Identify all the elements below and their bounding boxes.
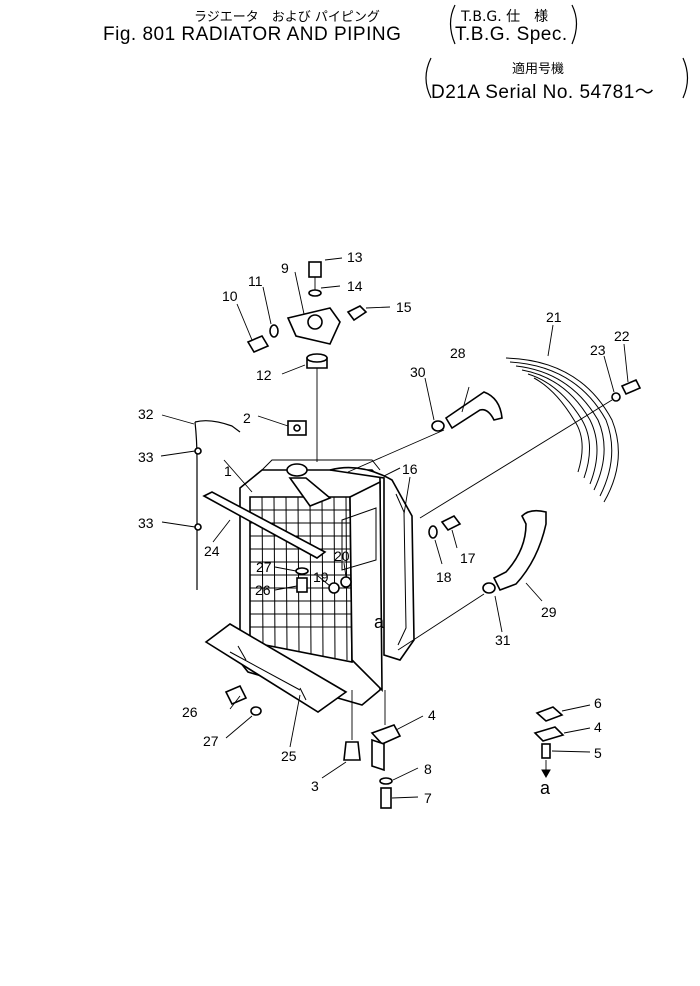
callout-17: 17 [460,550,476,566]
callout-1: 1 [224,463,232,479]
pin-part-5 [541,743,551,759]
stay-bar-part-24 [202,491,327,559]
callout-8: 8 [424,761,432,777]
washer-part-11 [269,324,279,338]
hose-clamp-part-30 [431,420,445,432]
callout-5: 5 [594,745,602,761]
callout-12: 12 [256,367,272,383]
washer-part-27-lower [250,706,262,716]
callout-6: 6 [594,695,602,711]
bolt-part-7 [380,787,392,809]
callout-31: 31 [495,632,511,648]
callout-10: 10 [222,288,238,304]
nut-part-19 [328,582,340,594]
callout-23: 23 [590,342,606,358]
callout-3: 3 [311,778,319,794]
callout-9: 9 [281,260,289,276]
bracket-part-4 [370,724,402,745]
callout-14: 14 [347,278,363,294]
callout-27-lower: 27 [203,733,219,749]
leader-lines [160,257,629,799]
ref-label-a-bottom: a [540,778,551,798]
callout-labels: 1 2 3 4 4 5 6 7 8 9 10 11 12 13 14 15 16… [138,249,630,806]
callout-13: 13 [347,249,363,265]
spec-bracket-right [571,4,578,45]
radiator-cap [286,463,308,477]
radiator-side-tank [349,480,383,692]
serial-japanese: 適用号機 [512,62,565,77]
bolt-part-26-lower [224,684,248,706]
fan-guard-part-21 [505,357,619,503]
serial-bracket-right [682,57,689,99]
callout-24: 24 [204,543,220,559]
upper-hose-part-28 [444,391,503,430]
callout-25: 25 [281,748,297,764]
bolt-part-17 [440,514,462,532]
ref-arrow-a [541,769,551,779]
callout-4: 4 [428,707,436,723]
title-japanese: ラジエータ および パイピング [194,10,380,25]
callout-20: 20 [334,548,350,564]
washer-part-8 [379,777,393,785]
bolt-part-15 [346,305,368,322]
callout-26-upper: 26 [255,582,271,598]
callout-7: 7 [424,790,432,806]
spec-bracket-left [449,4,456,45]
spec-english: T.B.G. Spec. [455,24,568,45]
ref-label-a-top: a [374,612,385,632]
callout-22: 22 [614,328,630,344]
washer-part-20 [340,576,352,588]
bolt-part-26-upper [296,577,308,593]
callout-30: 30 [410,364,426,380]
spec-japanese: T.B.G. 仕 様 [461,9,549,25]
callout-16: 16 [402,461,418,477]
overflow-pipe-part-32 [194,421,198,590]
callout-19: 19 [313,569,329,585]
fan-shroud [329,466,415,661]
callout-4-right: 4 [594,719,602,735]
bolt-part-22 [620,378,642,396]
callout-2: 2 [243,410,251,426]
callout-18: 18 [436,569,452,585]
callout-27-upper: 27 [256,559,272,575]
callout-15: 15 [396,299,412,315]
plate-part-6 [535,706,564,722]
clip-part-33-upper [194,447,202,455]
callout-28: 28 [450,345,466,361]
lower-cover-part-25 [204,623,348,713]
callout-11: 11 [248,273,263,289]
callout-29: 29 [541,604,557,620]
serial-range: D21A Serial No. 54781～ [431,82,655,103]
bolt-part-10 [246,334,270,354]
drain-cock-part-3 [343,741,361,761]
washer-part-18 [428,525,438,539]
hose-clamp-part-31 [482,582,496,594]
washer-part-14 [308,289,322,297]
washer-part-23 [611,392,621,402]
callout-21: 21 [546,309,562,325]
callout-26-lower: 26 [182,704,198,720]
bolt-part-13 [308,261,322,278]
lower-hose-part-29 [492,509,547,592]
callout-33-upper: 33 [138,449,154,465]
serial-bracket-left [425,57,432,99]
callout-32: 32 [138,406,154,422]
clip-part-33-lower [194,523,202,531]
plate-part-4-right [533,726,565,742]
figure-title: Fig. 801 RADIATOR AND PIPING [103,24,402,45]
callout-33-lower: 33 [138,515,154,531]
